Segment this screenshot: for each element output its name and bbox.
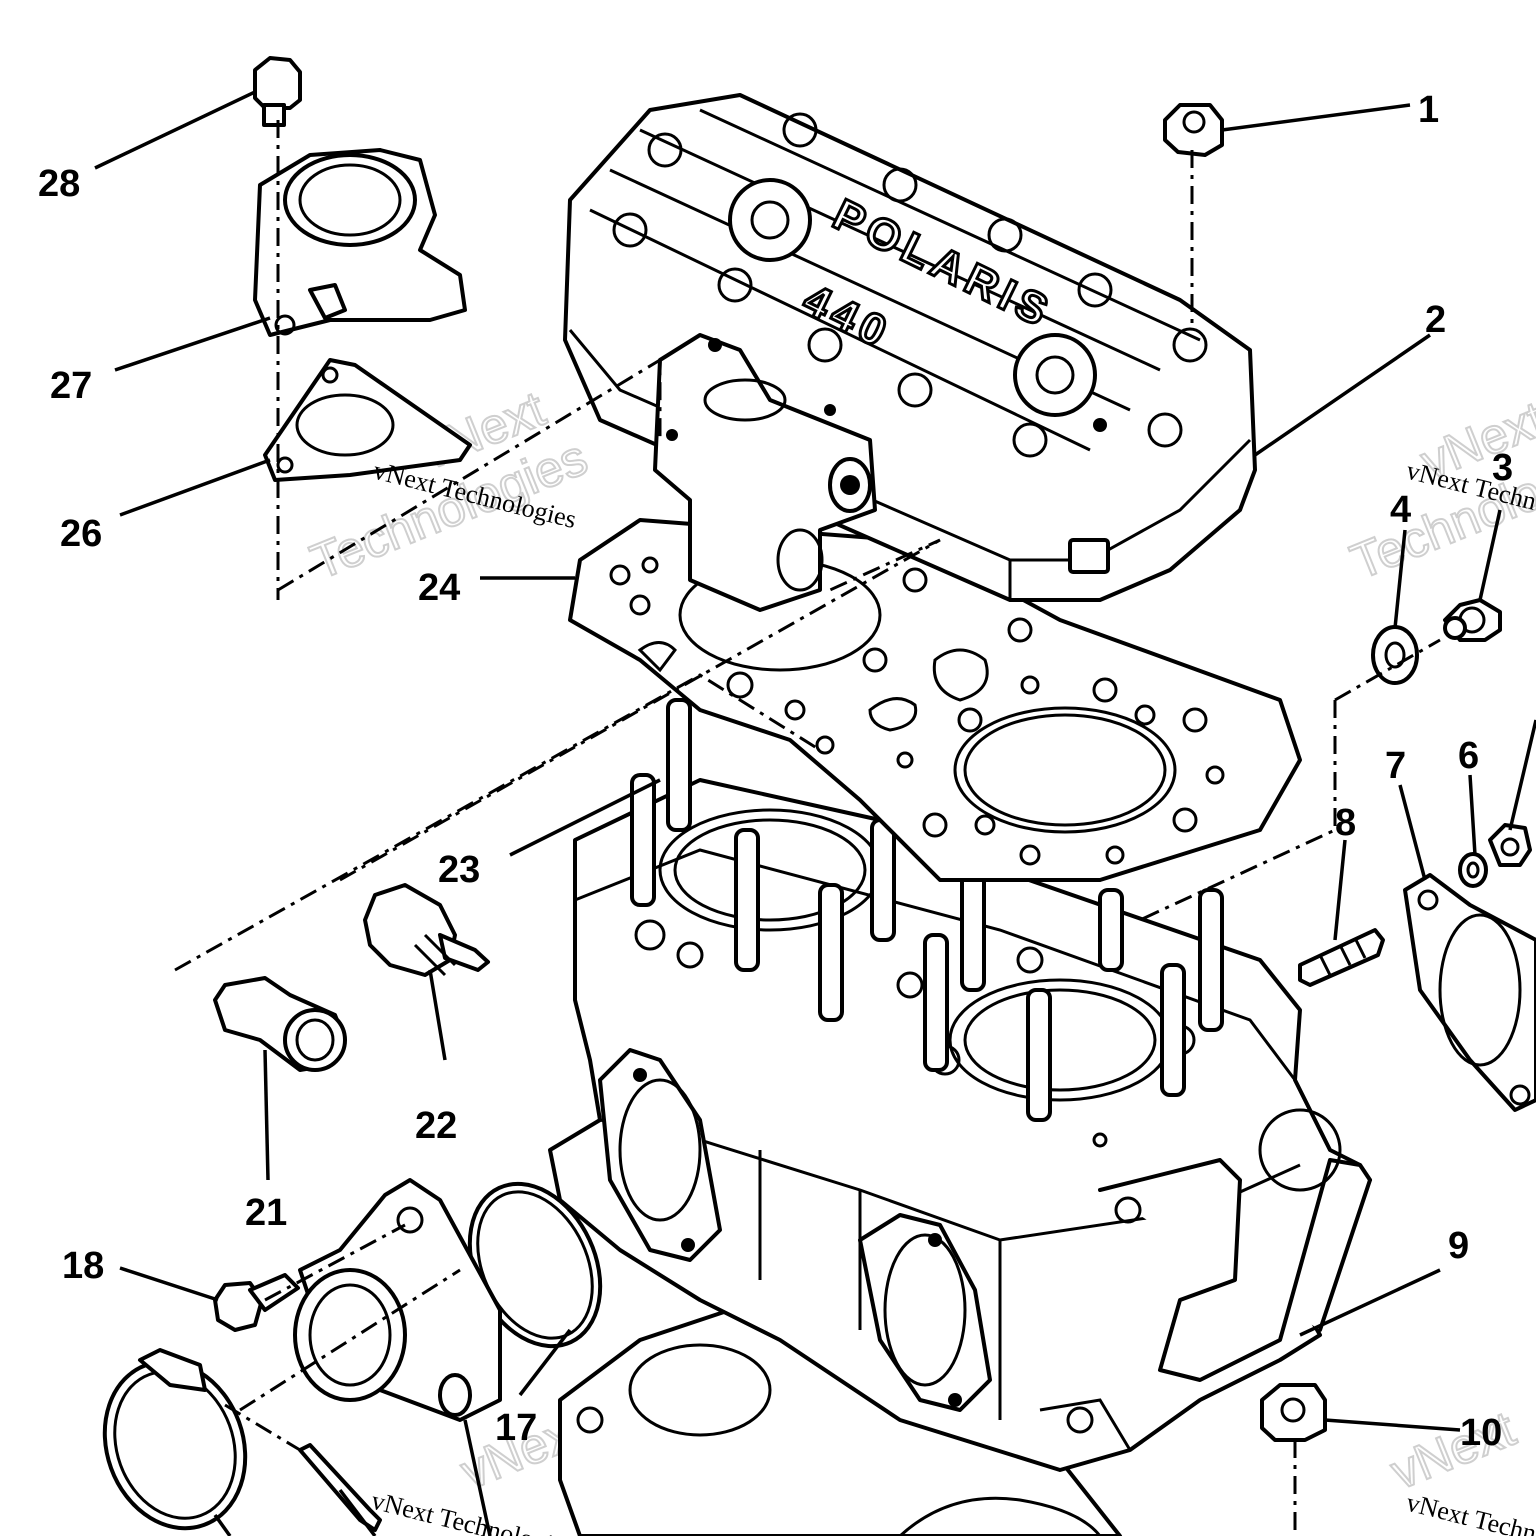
thermostat — [213, 976, 347, 1072]
callout-28: 28 — [38, 163, 80, 205]
cover-nut — [1163, 103, 1224, 157]
callout-8: 8 — [1335, 802, 1356, 844]
callout-27: 27 — [50, 365, 92, 407]
flange-nut-small — [1488, 823, 1532, 867]
callout-23: 23 — [438, 849, 480, 891]
callout-17: 17 — [495, 1407, 537, 1449]
thermostat-gasket — [263, 358, 472, 482]
hose-clamp — [102, 1348, 248, 1531]
exhaust-gasket — [1403, 873, 1536, 1112]
base-nut — [1260, 1383, 1327, 1442]
watermark-text-bottom-right: vNext Technologies — [1404, 1488, 1536, 1536]
thermostat-housing — [253, 148, 467, 337]
adapter-bolt — [213, 1273, 300, 1332]
clamp-screw — [298, 1443, 382, 1532]
callout-2: 2 — [1425, 299, 1446, 341]
callout-6: 6 — [1458, 735, 1479, 777]
callout-21: 21 — [245, 1192, 287, 1234]
callout-26: 26 — [60, 513, 102, 555]
assembly-lines — [174, 120, 1441, 1536]
exhaust-stud — [1298, 928, 1385, 987]
callout-10: 10 — [1460, 1412, 1502, 1454]
callout-22: 22 — [415, 1105, 457, 1147]
callout-1: 1 — [1418, 89, 1439, 131]
intake-adapter — [293, 1178, 502, 1422]
temp-sensor-bolt — [1443, 598, 1502, 642]
temperature-sensor — [363, 883, 490, 977]
callout-24: 24 — [418, 567, 460, 609]
cylinder-studs — [630, 698, 1224, 1122]
callout-labels: 1 2 3 4 6 7 8 9 10 17 18 21 22 23 24 26 … — [38, 89, 1513, 1454]
callout-9: 9 — [1448, 1225, 1469, 1267]
callout-7: 7 — [1385, 745, 1406, 787]
water-outlet-housing — [653, 333, 877, 612]
callout-18: 18 — [62, 1245, 104, 1287]
thermostat-bolt — [253, 56, 302, 127]
callout-4: 4 — [1390, 489, 1411, 531]
callout-3: 3 — [1492, 447, 1513, 489]
base-gasket — [558, 1298, 1122, 1536]
leader-lines — [94, 90, 1536, 1536]
lock-washer — [1458, 852, 1488, 888]
